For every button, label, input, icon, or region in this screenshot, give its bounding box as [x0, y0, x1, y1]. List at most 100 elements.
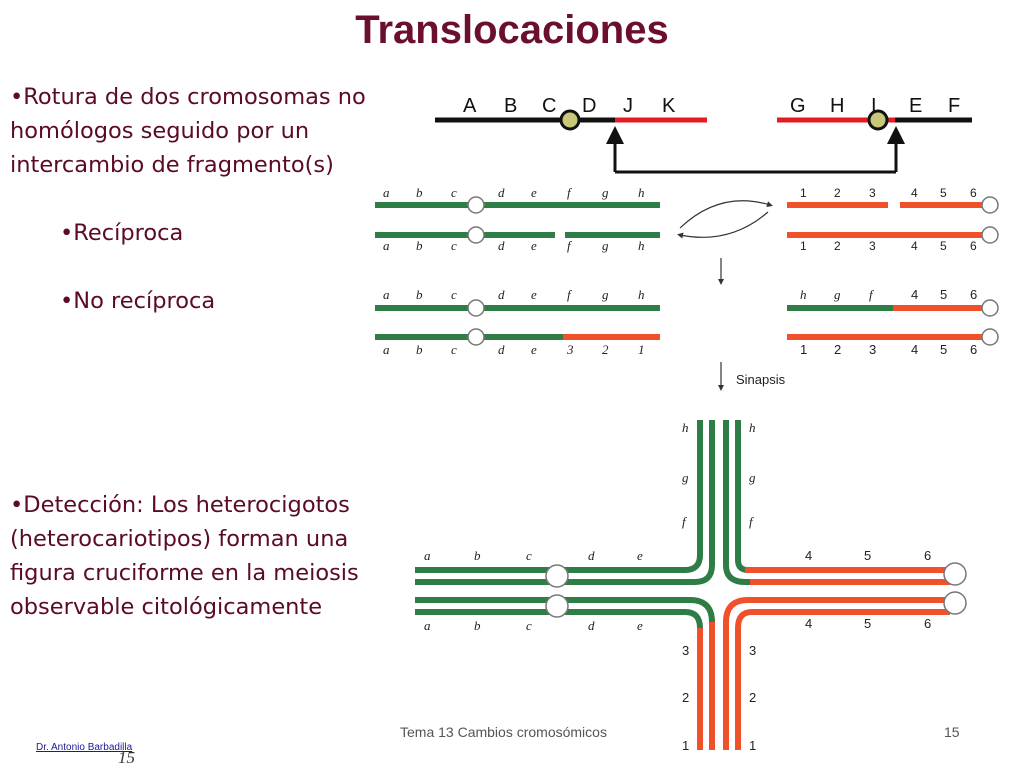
top-letter-g: G [790, 95, 806, 117]
s1-up-e: e [531, 185, 537, 200]
cruciform-labels: h g f h g f a b c d e a b c d e 4 5 6 4 … [424, 420, 931, 753]
s2-up-a: a [383, 287, 390, 302]
cross-right-lo-6: 6 [924, 616, 931, 631]
s2-r-lo-2: 2 [834, 342, 841, 357]
s1-lo-b: b [416, 238, 423, 253]
s1-r-lo-5: 5 [940, 239, 947, 253]
bullet-deteccion: •Detección: Los heterocigotos (heterocar… [10, 492, 359, 620]
s2-lo-2: 2 [602, 342, 609, 357]
strand-lt-2 [415, 420, 715, 585]
s1-r-lo-4: 4 [911, 239, 918, 253]
top-left-centromere [559, 109, 581, 131]
strand-rb-1 [723, 597, 950, 750]
cross-left-up-d: d [588, 548, 595, 563]
s1-r-up-5: 5 [940, 186, 947, 200]
s1-up-d: d [498, 185, 505, 200]
centromere-1b [467, 226, 485, 244]
strand-rt-1 [735, 420, 950, 573]
s2-up-f: f [567, 287, 573, 302]
strand-rb-2 [735, 609, 950, 750]
s1-r-up-2: 2 [834, 186, 841, 200]
s1-lo-a: a [383, 238, 390, 253]
s2-r-up-4: 4 [911, 287, 918, 302]
cross-top-h-l: h [682, 420, 689, 435]
s1-r-up-3: 3 [869, 186, 876, 200]
cross-left-up-e: e [637, 548, 643, 563]
s1-lo-e: e [531, 238, 537, 253]
cross-bottom-1-l: 1 [682, 738, 689, 753]
s1-lo-f: f [567, 238, 573, 253]
bullet-no-reciproca: •No recíproca [60, 288, 216, 314]
top-letter-f: F [948, 95, 960, 117]
s1-lo-d: d [498, 238, 505, 253]
cross-right-lo-5: 5 [864, 616, 871, 631]
s2-lo-a: a [383, 342, 390, 357]
handwritten-number: 15 [118, 748, 135, 767]
swap-arrow-left [677, 211, 769, 239]
cross-right-up-5: 5 [864, 548, 871, 563]
centromere-3a [467, 299, 485, 317]
strand-lb-1 [415, 597, 715, 750]
top-letter-h: H [830, 95, 844, 117]
cross-bottom-2-r: 2 [749, 690, 756, 705]
author-link[interactable]: Dr. Antonio Barbadilla [36, 742, 133, 753]
sinapsis-label: Sinapsis [736, 372, 786, 387]
cross-centromere-left-1 [545, 564, 569, 588]
s2-r-lo-3: 3 [869, 342, 876, 357]
s2-r-lo-6: 6 [970, 342, 977, 357]
s2-up-d: d [498, 287, 505, 302]
centromere-4b [981, 328, 999, 346]
s2-up-c: c [451, 287, 457, 302]
s1-r-lo-2: 2 [834, 239, 841, 253]
cross-left-lo-a: a [424, 618, 431, 633]
s2-up-b: b [416, 287, 423, 302]
top-letter-b: B [504, 95, 517, 117]
cross-centromere-left-2 [545, 594, 569, 618]
s2-lo-c: c [451, 342, 457, 357]
swap-arrow-right [679, 200, 773, 229]
cross-left-lo-b: b [474, 618, 481, 633]
cross-bottom-2-l: 2 [682, 690, 689, 705]
cross-right-lo-4: 4 [805, 616, 812, 631]
centromere-4a [981, 299, 999, 317]
top-letter-a: A [463, 95, 477, 117]
s2-r-up-6: 6 [970, 287, 977, 302]
cross-left-lo-d: d [588, 618, 595, 633]
cross-centromere-right-2 [943, 591, 967, 615]
s1-up-f: f [567, 185, 573, 200]
s1-r-up-1: 1 [800, 186, 807, 200]
centromere-2b [981, 226, 999, 244]
bullet-reciproca: •Recíproca [60, 220, 184, 246]
s2-lo-3: 3 [566, 342, 574, 357]
s1-up-g: g [602, 185, 609, 200]
stage-2: a b c d e f g h a b c d e 3 2 1 h g f 4 … [375, 287, 999, 391]
s1-lo-h: h [638, 238, 645, 253]
s2-r-lo-5: 5 [940, 342, 947, 357]
s2-r-up-f: f [869, 287, 875, 302]
s1-up-b: b [416, 185, 423, 200]
cross-right-up-6: 6 [924, 548, 931, 563]
top-letter-c: C [542, 95, 556, 117]
cross-bottom-3-r: 3 [749, 643, 756, 658]
s2-up-h: h [638, 287, 645, 302]
strand-lb-2 [415, 609, 703, 750]
cross-top-h-r: h [749, 420, 756, 435]
s1-lo-g: g [602, 238, 609, 253]
stage-1: a b c d e f g h a b c d e f g h 1 2 3 4 [375, 185, 999, 285]
strand-lt-1 [415, 420, 703, 573]
top-right-centromere [867, 109, 889, 131]
s1-lo-c: c [451, 238, 457, 253]
s1-up-a: a [383, 185, 390, 200]
top-letter-d: D [582, 95, 596, 117]
top-letter-i: I [871, 95, 877, 117]
s2-up-e: e [531, 287, 537, 302]
centromere-2a [981, 196, 999, 214]
s2-r-up-5: 5 [940, 287, 947, 302]
cross-left-lo-e: e [637, 618, 643, 633]
top-schematic: A B C D J K G H I E F [435, 95, 972, 174]
top-letter-j: J [623, 95, 633, 117]
s1-r-lo-1: 1 [800, 239, 807, 253]
cross-left-up-a: a [424, 548, 431, 563]
s1-r-up-6: 6 [970, 186, 977, 200]
s2-r-lo-4: 4 [911, 342, 918, 357]
